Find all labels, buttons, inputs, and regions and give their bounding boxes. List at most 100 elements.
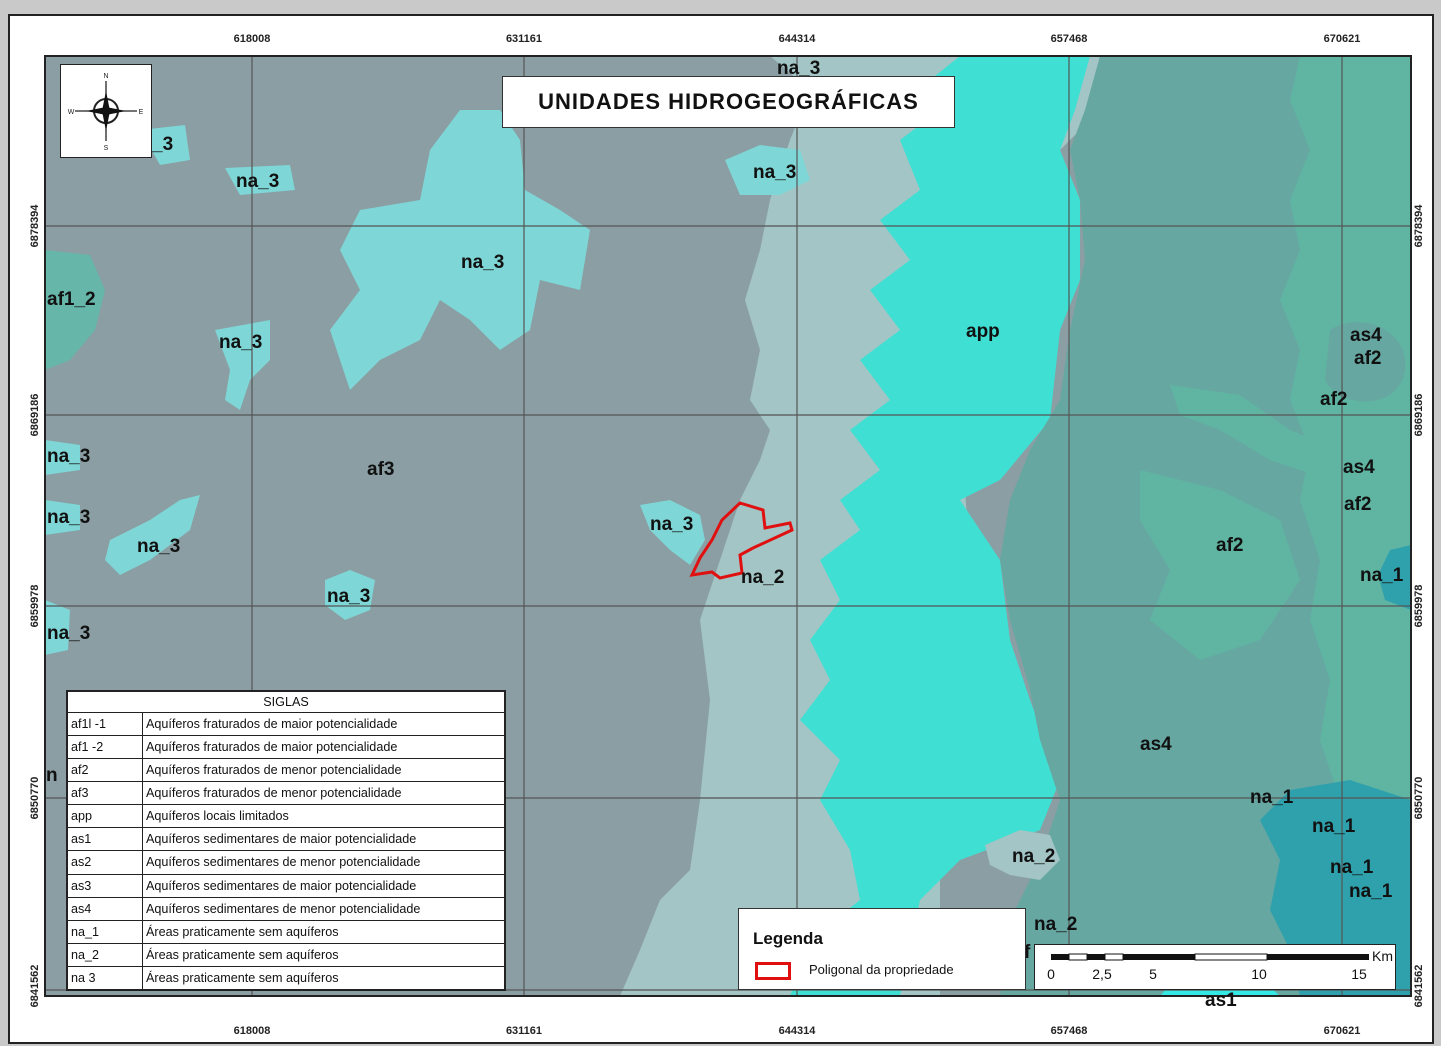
scale-tick: 5 (1149, 966, 1157, 982)
sigla-desc: Áreas praticamente sem aquíferos (142, 942, 505, 967)
unit-label: na_3 (47, 507, 90, 528)
legend-title: Legenda (753, 929, 823, 948)
y-tick-left: 6878394 (29, 204, 41, 248)
y-tick-right: 6850770 (1413, 777, 1425, 820)
scale-bar: 0 2,5 5 10 15 Km (1034, 944, 1396, 990)
compass-rose-icon: N S E W (68, 73, 144, 152)
unit-label: na_2 (1034, 914, 1077, 935)
y-tick-left: 6859978 (29, 585, 41, 628)
unit-label: na_2 (1012, 846, 1055, 867)
unit-label: na_3 (137, 536, 180, 557)
unit-label: na_3 (650, 514, 693, 535)
x-tick-bottom: 618008 (234, 1025, 271, 1037)
sigla-code: as1 (67, 827, 143, 852)
sigla-code: af1l -1 (67, 712, 143, 737)
compass-n: N (103, 73, 108, 80)
scale-unit: Km (1372, 948, 1393, 964)
unit-label: na_3 (753, 162, 796, 183)
sigla-desc: Aquíferos locais limitados (142, 804, 505, 829)
unit-label: n (46, 765, 58, 786)
unit-na3-f (325, 570, 375, 620)
unit-na3-c (45, 440, 80, 475)
x-tick-bottom: 644314 (779, 1025, 817, 1037)
x-tick-top: 631161 (506, 33, 542, 45)
unit-label: af2 (1320, 389, 1347, 410)
unit-label: f (1024, 942, 1031, 963)
unit-label: na_1 (1250, 787, 1294, 808)
unit-label: _3 (151, 134, 173, 155)
unit-na3-a (225, 165, 295, 195)
sigla-code: af1 -2 (67, 735, 143, 760)
sigla-code: as4 (67, 896, 143, 921)
sigla-desc: Áreas praticamente sem aquíferos (142, 965, 505, 991)
legend-box: Legenda Poligonal da propriedade (738, 908, 1026, 990)
unit-label: af1_2 (47, 289, 96, 310)
map-title: UNIDADES HIDROGEOGRÁFICAS (502, 76, 955, 128)
unit-na1-se (1260, 780, 1411, 996)
unit-label: as1 (1205, 990, 1237, 1011)
unit-app (790, 56, 1090, 996)
unit-af2-patch (1140, 470, 1300, 660)
north-arrow: N S E W (60, 64, 152, 158)
sigla-code: app (67, 804, 143, 829)
unit-label: as4 (1343, 457, 1375, 478)
sigla-desc: Aquíferos fraturados de menor potenciali… (142, 781, 505, 806)
unit-labels: na_3 _3 na_3 na_3 na_3 af1_2 app na_3 as… (46, 58, 1404, 1011)
y-tick-left: 6841562 (29, 965, 41, 1008)
map-title-text: UNIDADES HIDROGEOGRÁFICAS (538, 89, 919, 114)
unit-label: af2 (1344, 494, 1371, 515)
scale-tick: 2,5 (1092, 966, 1112, 982)
y-tick-right: 6878394 (1413, 204, 1425, 248)
compass-s: S (104, 145, 109, 152)
unit-na3-i (640, 500, 705, 565)
compass-w: W (68, 109, 75, 116)
unit-label: na_3 (47, 446, 90, 467)
unit-na3-large (330, 110, 590, 390)
unit-na3-nw (140, 125, 190, 165)
scale-tick: 15 (1351, 966, 1367, 982)
x-tick-bottom: 657468 (1051, 1025, 1088, 1037)
unit-label: na_1 (1330, 857, 1374, 878)
y-tick-left: 6869186 (29, 394, 41, 437)
unit-na3-e (105, 495, 200, 575)
scale-bar-graphic: 0 2,5 5 10 15 Km (1047, 948, 1393, 982)
x-tick-top: 657468 (1051, 33, 1088, 45)
legend-item-label: Poligonal da propriedade (809, 962, 954, 977)
y-tick-right: 6859978 (1413, 585, 1425, 628)
unit-label: na_1 (1349, 881, 1393, 902)
unit-na1-e (1378, 545, 1411, 610)
x-tick-top: 618008 (234, 33, 271, 45)
sigla-desc: Aquíferos fraturados de maior potenciali… (142, 735, 505, 760)
unit-label: na_3 (461, 252, 504, 273)
sigla-code: as3 (67, 873, 143, 898)
scale-tick: 10 (1251, 966, 1267, 982)
y-tick-left: 6850770 (29, 777, 41, 820)
property-polygon (689, 501, 794, 580)
unit-label: app (966, 321, 1000, 342)
property-swatch-icon (755, 962, 791, 980)
x-tick-bottom: 631161 (506, 1025, 542, 1037)
sigla-desc: Aquíferos sedimentares de menor potencia… (142, 896, 505, 921)
unit-label: af2 (1216, 535, 1243, 556)
sigla-code: af2 (67, 758, 143, 783)
unit-na3-g (45, 600, 70, 655)
unit-label: na_1 (1360, 565, 1404, 586)
unit-af2-north (1170, 385, 1370, 480)
unit-label: na_3 (327, 586, 370, 607)
y-tick-right: 6869186 (1413, 394, 1425, 437)
unit-af2 (1280, 56, 1411, 996)
unit-na3-h (725, 145, 810, 195)
unit-label: na_2 (741, 567, 784, 588)
unit-label: na_3 (777, 58, 820, 79)
